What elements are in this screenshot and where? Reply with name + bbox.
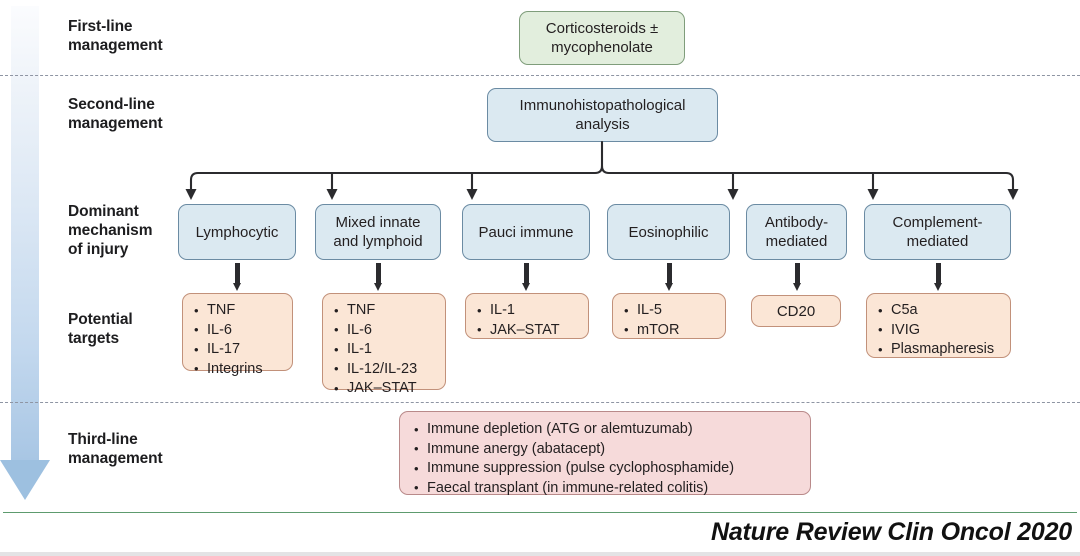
list-item: IVIG bbox=[878, 320, 1000, 341]
third-line-list: Immune depletion (ATG or alemtuzumab)Imm… bbox=[412, 420, 800, 498]
list-item: JAK–STAT bbox=[477, 320, 578, 341]
down-arrow-icon bbox=[521, 263, 531, 291]
targets-list: C5aIVIGPlasmapheresis bbox=[876, 301, 1000, 360]
list-item: Integrins bbox=[194, 359, 282, 380]
footer-rule bbox=[3, 512, 1077, 513]
mechanism-box-eosinophilic[interactable]: Eosinophilic bbox=[607, 204, 730, 260]
mechanism-label: Pauci immune bbox=[478, 223, 574, 241]
bottom-strip bbox=[0, 552, 1080, 556]
divider-second-third bbox=[0, 402, 1080, 403]
down-arrow-icon bbox=[664, 263, 674, 291]
list-item: IL-12/IL-23 bbox=[334, 359, 435, 380]
list-item: IL-6 bbox=[194, 320, 282, 341]
list-item: Immune anergy (abatacept) bbox=[414, 439, 800, 460]
targets-box-antibody-mediated[interactable]: CD20 bbox=[751, 295, 841, 327]
list-item: C5a bbox=[878, 301, 1000, 321]
mechanism-box-antibody-mediated[interactable]: Antibody-mediated bbox=[746, 204, 847, 260]
targets-box-complement-mediated[interactable]: C5aIVIGPlasmapheresis bbox=[866, 293, 1011, 360]
mechanism-box-lymphocytic[interactable]: Lymphocytic bbox=[178, 204, 296, 260]
list-item: Immune depletion (ATG or alemtuzumab) bbox=[414, 420, 800, 440]
mechanism-box-pauci-immune[interactable]: Pauci immune bbox=[462, 204, 590, 260]
list-item: IL-6 bbox=[334, 320, 435, 341]
list-item: IL-17 bbox=[194, 340, 282, 360]
down-arrow-icon bbox=[933, 263, 943, 291]
first-line-treatment-text: Corticosteroids ±mycophenolate bbox=[545, 20, 659, 56]
list-item: mTOR bbox=[624, 320, 715, 341]
list-item: Plasmapheresis bbox=[878, 340, 1000, 360]
list-item: IL-1 bbox=[477, 301, 578, 321]
list-item: IL-1 bbox=[334, 340, 435, 360]
targets-list: IL-1JAK–STAT bbox=[475, 301, 578, 340]
targets-list: TNFIL-6IL-1IL-12/IL-23JAK–STAT bbox=[332, 301, 435, 399]
divider-first-second bbox=[0, 75, 1080, 76]
first-line-treatment-box[interactable]: Corticosteroids ±mycophenolate bbox=[519, 11, 685, 65]
list-item: TNF bbox=[194, 301, 282, 321]
targets-box-eosinophilic[interactable]: IL-5mTOR bbox=[612, 293, 726, 339]
down-arrow-icon bbox=[232, 263, 242, 291]
targets-list: IL-5mTOR bbox=[622, 301, 715, 340]
targets-list: TNFIL-6IL-17Integrins bbox=[192, 301, 282, 379]
list-item: TNF bbox=[334, 301, 435, 321]
targets-box-mixed-innate-and-lymphoid[interactable]: TNFIL-6IL-1IL-12/IL-23JAK–STAT bbox=[322, 293, 446, 398]
down-arrow-icon bbox=[792, 263, 802, 291]
progression-arrow-head-icon bbox=[0, 460, 50, 500]
list-item: IL-5 bbox=[624, 301, 715, 321]
targets-box-lymphocytic[interactable]: TNFIL-6IL-17Integrins bbox=[182, 293, 293, 378]
targets-box-pauci-immune[interactable]: IL-1JAK–STAT bbox=[465, 293, 589, 339]
mechanism-label: Antibody-mediated bbox=[764, 214, 829, 250]
down-arrow-icon bbox=[373, 263, 383, 291]
list-item: Faecal transplant (in immune-related col… bbox=[414, 478, 800, 499]
list-item: JAK–STAT bbox=[334, 379, 435, 399]
mechanism-label: Eosinophilic bbox=[628, 223, 709, 241]
list-item: Immune suppression (pulse cyclophosphami… bbox=[414, 459, 800, 479]
third-line-treatment-box[interactable]: Immune depletion (ATG or alemtuzumab)Imm… bbox=[399, 411, 811, 498]
targets-single-label: CD20 bbox=[776, 302, 816, 320]
mechanism-label: Complement-mediated bbox=[892, 214, 983, 250]
source-caption: Nature Review Clin Oncol 2020 bbox=[711, 518, 1072, 546]
mechanism-label: Lymphocytic bbox=[195, 223, 279, 241]
mechanism-box-complement-mediated[interactable]: Complement-mediated bbox=[864, 204, 1011, 260]
progression-arrow-shaft bbox=[11, 6, 39, 461]
